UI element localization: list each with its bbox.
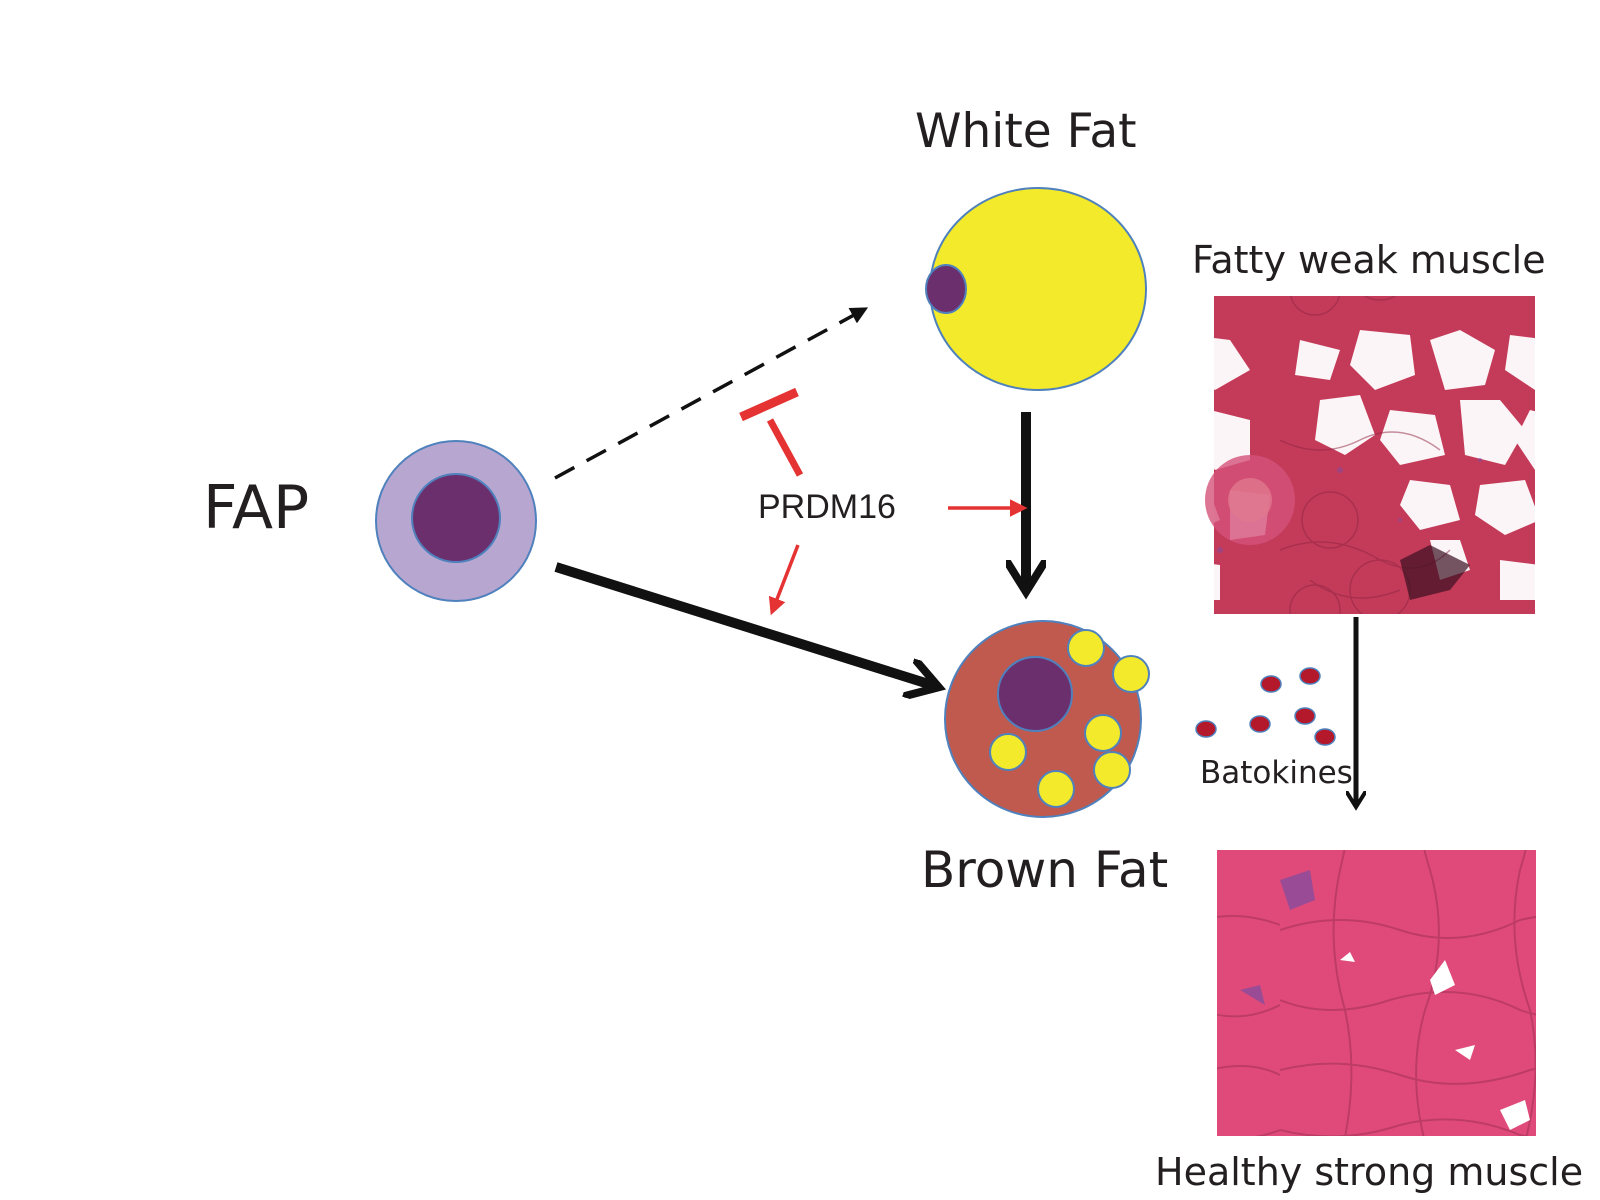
batokines-label: Batokines (1200, 755, 1353, 791)
healthy-strong-muscle-image (1217, 850, 1536, 1136)
brown-fat-label: Brown Fat (921, 841, 1169, 899)
prdm16-inhibition-line (766, 418, 804, 477)
fap-label: FAP (203, 473, 310, 543)
white-fat-cell (925, 187, 1147, 391)
lipid-droplets (989, 629, 1150, 808)
dashed-arrow-fap-to-white-fat (554, 307, 869, 480)
brown-fat-cell (944, 620, 1150, 818)
prdm16-red-arrow-down (768, 544, 800, 616)
healthy-strong-muscle-label: Healthy strong muscle (1155, 1150, 1584, 1194)
fatty-weak-muscle-label: Fatty weak muscle (1192, 238, 1546, 282)
prdm16-label: PRDM16 (758, 488, 896, 526)
arrow-fap-to-brown-fat (554, 562, 935, 686)
white-fat-label: White Fat (915, 104, 1137, 159)
fap-cell (375, 440, 537, 602)
prdm16-inhibition-bar (739, 387, 799, 422)
fatty-weak-muscle-image (1205, 296, 1535, 614)
batokines-dots (1195, 667, 1336, 746)
